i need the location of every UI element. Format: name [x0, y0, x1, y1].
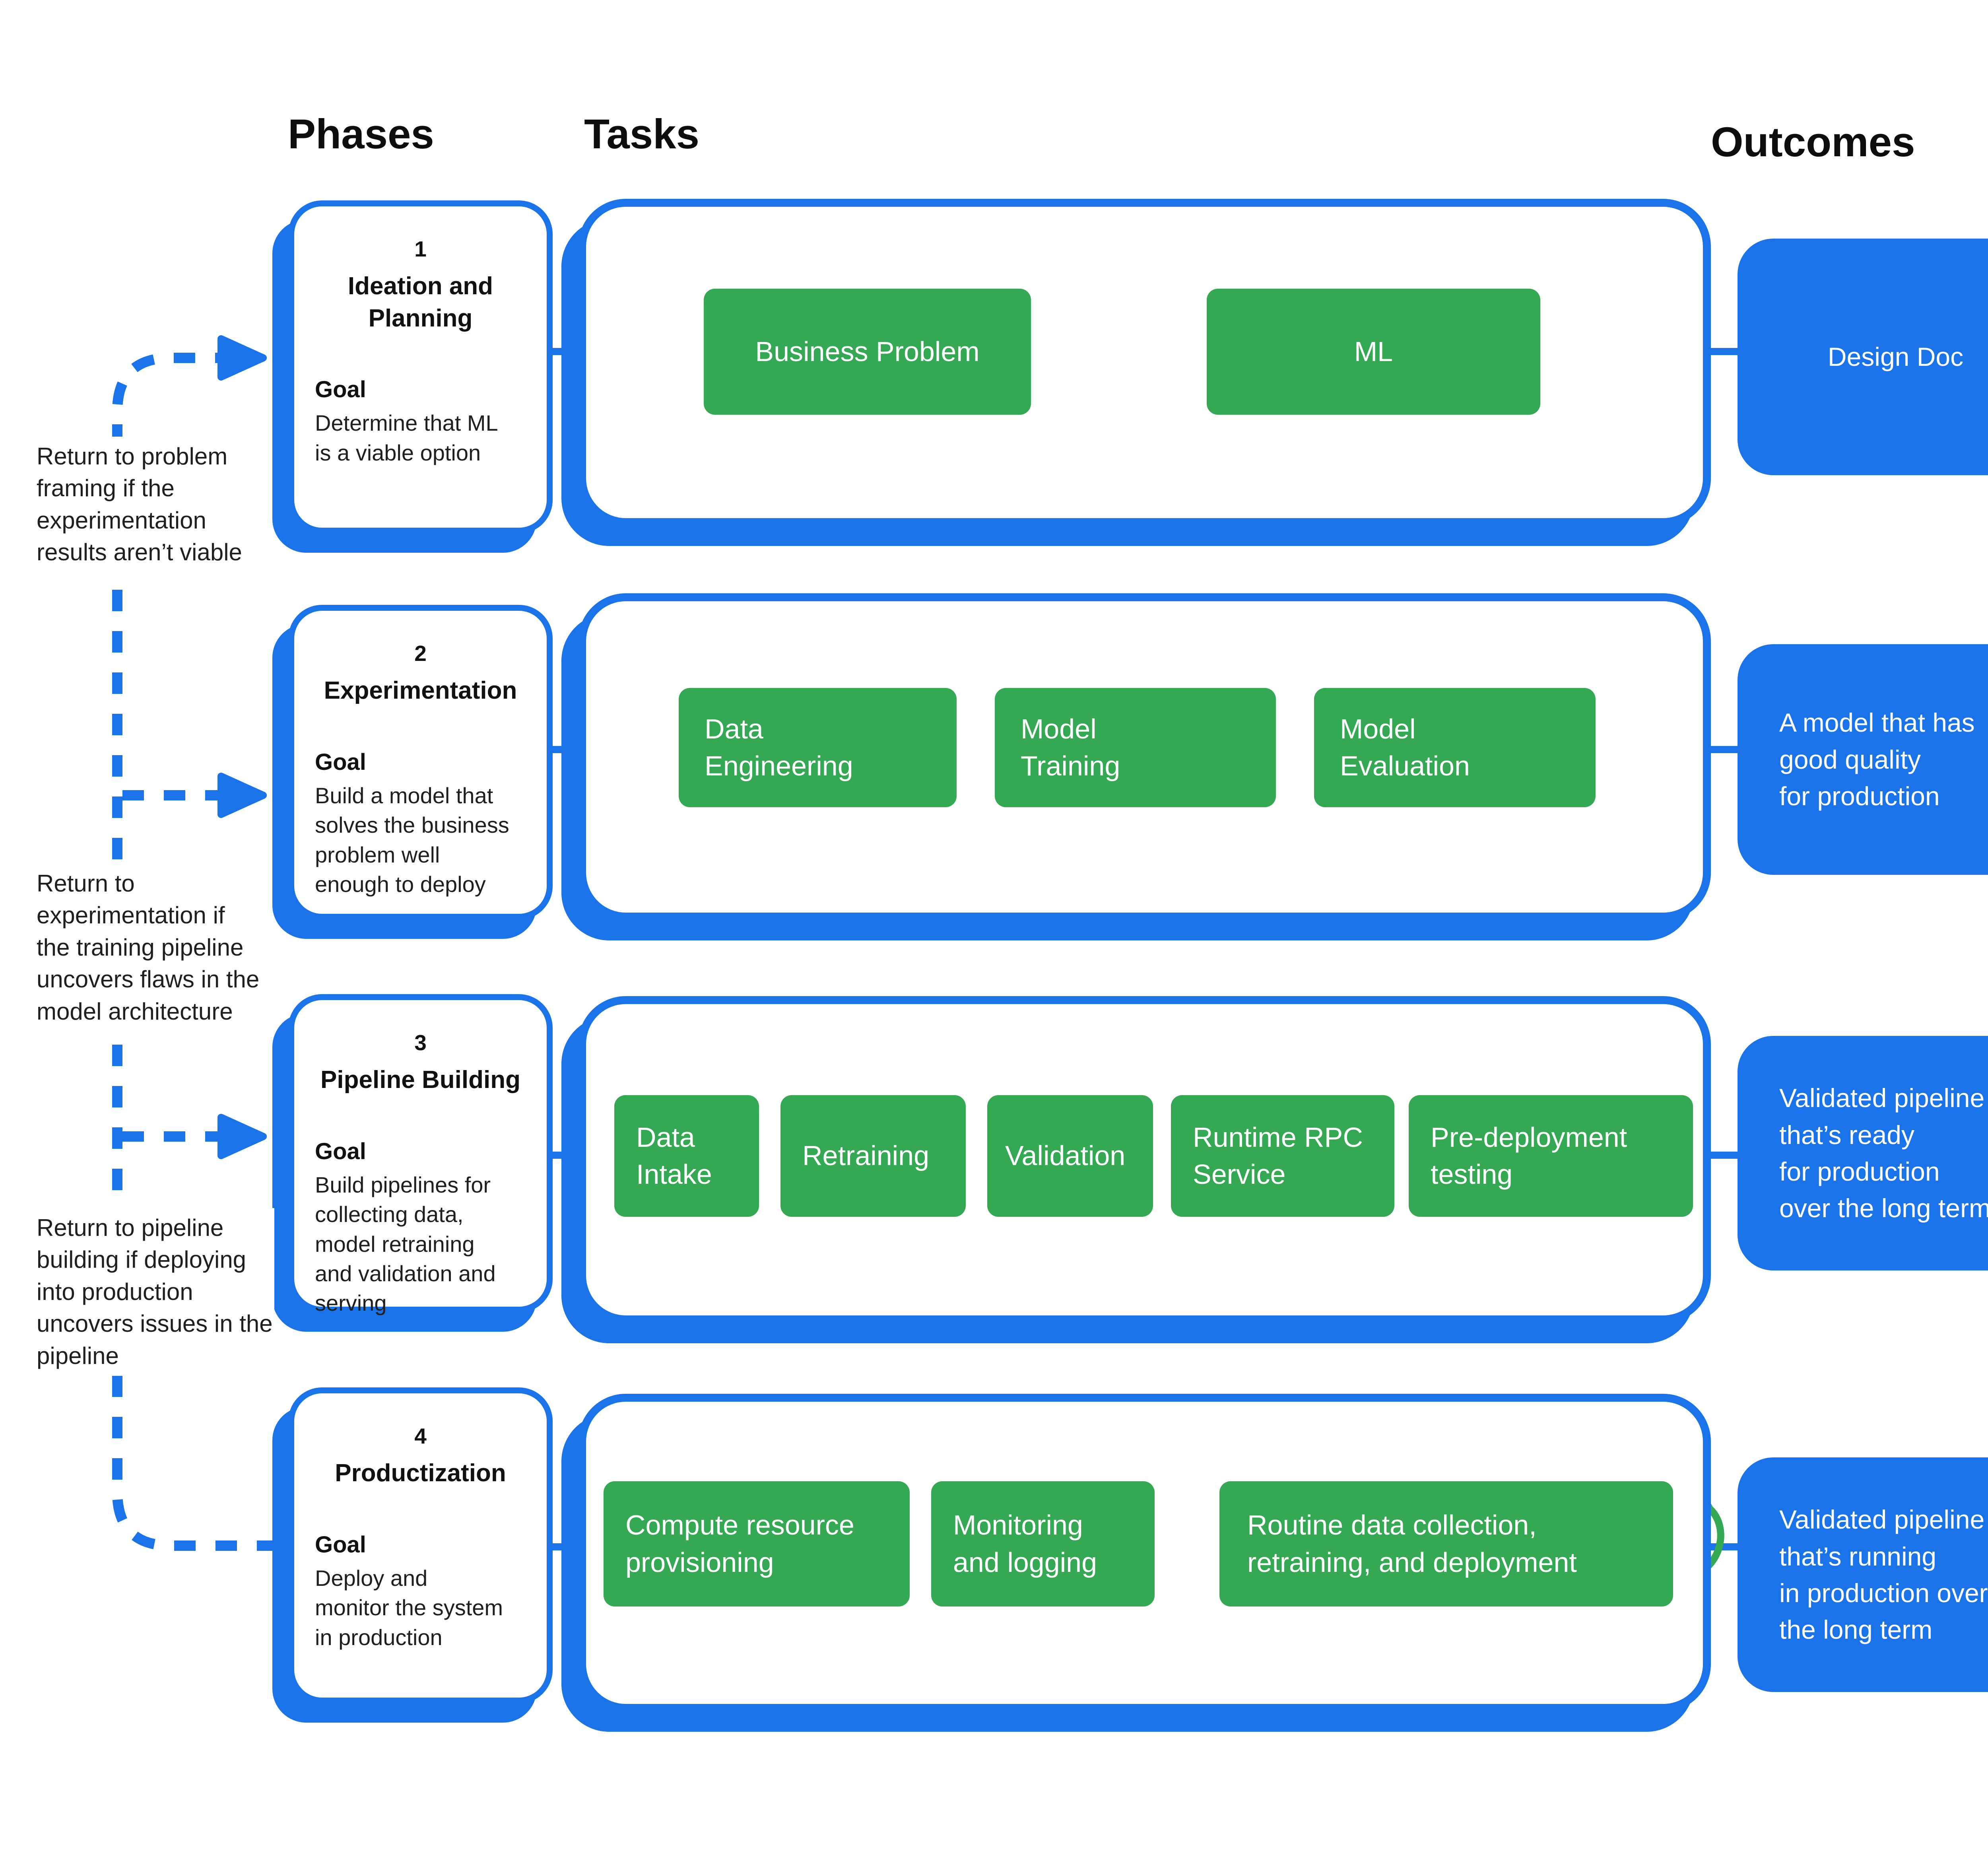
task-box-monitoring-and-logging: Monitoring and logging — [931, 1481, 1155, 1607]
phase-goal-label: Goal — [315, 1531, 366, 1558]
phase-goal-text: Build a model that solves the business p… — [315, 783, 509, 897]
task-box-routine-data-collection: Routine data collection, retraining, and… — [1219, 1481, 1673, 1607]
annotation-return-problem-framing: Return to problem framing if the experim… — [35, 437, 244, 573]
phase-goal-text: Determine that ML is a viable option — [315, 410, 498, 465]
outcome-model-good-quality: A model that has good quality for produc… — [1738, 644, 1988, 875]
outcome-validated-pipeline-ready: Validated pipeline that’s ready for prod… — [1738, 1036, 1988, 1270]
phase-goal-label: Goal — [315, 1138, 366, 1164]
task-box-pre-deployment-testing: Pre-deployment testing — [1409, 1095, 1693, 1217]
task-box-data-intake: Data Intake — [614, 1095, 759, 1217]
feedback-arrow-right-icon-phase3 — [217, 1114, 267, 1159]
phase-title: Experimentation — [324, 677, 517, 704]
feedback-arrow-right-icon-phase1 — [217, 335, 267, 381]
phase-title: Productization — [335, 1459, 506, 1487]
phase-card-experimentation: 2 Experimentation Goal Build a model tha… — [288, 605, 553, 920]
outcome-validated-pipeline-running: Validated pipeline that’s running in pro… — [1738, 1457, 1988, 1692]
phase-card-pipeline-building: 3 Pipeline Building Goal Build pipelines… — [288, 994, 553, 1315]
annotation-return-pipeline-building: Return to pipeline building if deploying… — [35, 1208, 274, 1376]
feedback-arrow-right-icon-phase2 — [217, 773, 267, 818]
task-box-business-problem: Business Problem — [704, 289, 1031, 415]
task-box-model-training: Model Training — [995, 688, 1276, 807]
phase-goal-label: Goal — [315, 749, 366, 775]
phase-goal-text: Build pipelines for collecting data, mod… — [315, 1172, 496, 1316]
column-header-phases: Phases — [288, 111, 434, 157]
phase-number: 2 — [414, 641, 427, 666]
phase-title: Pipeline Building — [320, 1066, 520, 1094]
task-box-ml: ML — [1207, 289, 1540, 415]
phase-card-productization: 4 Productization Goal Deploy and monitor… — [288, 1387, 553, 1704]
task-box-compute-resource-provisioning: Compute resource provisioning — [604, 1481, 910, 1607]
task-box-model-evaluation: Model Evaluation — [1314, 688, 1596, 807]
task-box-data-engineering: Data Engineering — [679, 688, 957, 807]
feedback-path-left — [112, 353, 278, 1551]
phase-number: 4 — [414, 1424, 427, 1448]
task-box-validation: Validation — [987, 1095, 1153, 1217]
column-header-outcomes: Outcomes — [1711, 119, 1915, 165]
phase-number: 1 — [414, 237, 427, 261]
phase-number: 3 — [414, 1030, 427, 1055]
annotation-return-experimentation: Return to experimentation if the trainin… — [35, 864, 261, 1032]
task-box-retraining: Retraining — [780, 1095, 966, 1217]
column-header-tasks: Tasks — [584, 111, 699, 157]
phase-goal-label: Goal — [315, 377, 366, 403]
phase-card-ideation-planning: 1 Ideation and Planning Goal Determine t… — [288, 200, 553, 534]
phase-title: Ideation and Planning — [348, 272, 493, 332]
task-box-runtime-rpc-service: Runtime RPC Service — [1171, 1095, 1394, 1217]
outcome-design-doc: Design Doc — [1738, 239, 1988, 475]
phase-goal-text: Deploy and monitor the system in product… — [315, 1565, 503, 1650]
